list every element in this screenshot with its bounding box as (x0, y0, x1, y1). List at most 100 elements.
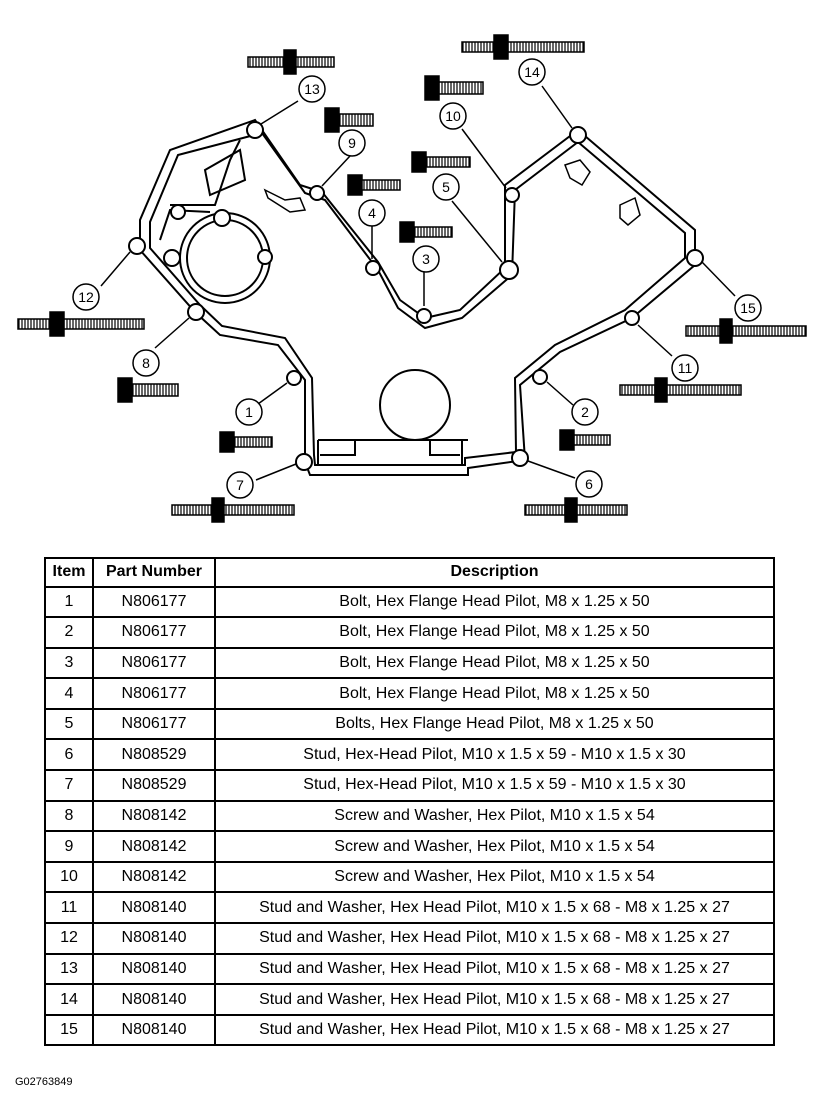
callout-labels: 1 2 3 4 5 6 7 8 9 10 11 12 13 14 15 (78, 64, 756, 493)
callout-14: 14 (524, 64, 540, 80)
screw-item-9 (324, 107, 374, 133)
bolt-hole-2 (532, 369, 548, 385)
callout-11: 11 (678, 360, 693, 376)
figure-code: G02763849 (15, 1076, 73, 1088)
bolt-hole-10 (504, 187, 520, 203)
stud-item-15 (685, 318, 807, 344)
cell-item: 11 (44, 891, 94, 925)
bolt-hole-11 (624, 310, 640, 326)
cell-description: Screw and Washer, Hex Pilot, M10 x 1.5 x… (214, 830, 775, 863)
header-item: Item (44, 557, 94, 588)
callout-10: 10 (445, 108, 461, 124)
bolt-item-4 (347, 174, 401, 196)
bolt-hole-4 (365, 260, 381, 276)
bolt-item-5 (411, 151, 471, 173)
cell-description: Stud and Washer, Hex Head Pilot, M10 x 1… (214, 922, 775, 955)
cell-part-number: N808140 (92, 1013, 216, 1047)
cell-description: Screw and Washer, Hex Pilot, M10 x 1.5 x… (214, 860, 775, 894)
cell-description: Stud and Washer, Hex Head Pilot, M10 x 1… (214, 952, 775, 986)
cell-description: Bolts, Hex Flange Head Pilot, M8 x 1.25 … (214, 707, 775, 741)
stud-item-12 (17, 311, 145, 337)
cell-description: Stud, Hex-Head Pilot, M10 x 1.5 x 59 - M… (214, 769, 775, 802)
crankshaft-seal-bore (379, 369, 451, 441)
cell-part-number: N808142 (92, 830, 216, 863)
bolt-hole-1 (286, 370, 302, 386)
cell-item: 6 (44, 738, 94, 772)
cell-part-number: N808140 (92, 983, 216, 1016)
cell-item: 14 (44, 983, 94, 1016)
cell-part-number: N806177 (92, 646, 216, 680)
bolt-item-1 (219, 431, 273, 453)
stud-item-14 (461, 34, 585, 60)
fastener-illustrations (17, 34, 807, 523)
bolt-hole-5 (499, 260, 519, 280)
cell-part-number: N806177 (92, 585, 216, 619)
cell-part-number: N808140 (92, 922, 216, 955)
cell-description: Bolt, Hex Flange Head Pilot, M8 x 1.25 x… (214, 646, 775, 680)
cell-item: 12 (44, 922, 94, 955)
cell-description: Stud, Hex-Head Pilot, M10 x 1.5 x 59 - M… (214, 738, 775, 772)
cell-description: Screw and Washer, Hex Pilot, M10 x 1.5 x… (214, 799, 775, 833)
table-header-row: Item Part Number Description (44, 557, 775, 588)
cell-part-number: N808140 (92, 952, 216, 986)
cell-part-number: N806177 (92, 677, 216, 710)
cell-description: Bolt, Hex Flange Head Pilot, M8 x 1.25 x… (214, 585, 775, 619)
callout-4: 4 (368, 205, 376, 221)
callout-15: 15 (740, 300, 756, 316)
callout-12: 12 (78, 289, 94, 305)
callout-9: 9 (348, 135, 356, 151)
cell-description: Stud and Washer, Hex Head Pilot, M10 x 1… (214, 983, 775, 1016)
stud-item-6 (524, 497, 628, 523)
cell-part-number: N808529 (92, 769, 216, 802)
callout-7: 7 (236, 477, 244, 493)
bolt-hole-14 (569, 126, 587, 144)
bolt-item-2 (559, 429, 611, 451)
bolt-hole-9 (309, 185, 325, 201)
cell-item: 4 (44, 677, 94, 710)
cell-description: Stud and Washer, Hex Head Pilot, M10 x 1… (214, 1013, 775, 1047)
leader-lines (100, 85, 736, 481)
cell-part-number: N808142 (92, 860, 216, 894)
screw-item-8 (117, 377, 179, 403)
cell-description: Bolt, Hex Flange Head Pilot, M8 x 1.25 x… (214, 616, 775, 649)
cell-item: 10 (44, 860, 94, 894)
cell-item: 1 (44, 585, 94, 619)
callout-13: 13 (304, 81, 320, 97)
bolt-hole-13 (246, 121, 264, 139)
water-pump-housing (159, 139, 273, 304)
bolt-hole-6 (511, 449, 529, 467)
cell-item: 8 (44, 799, 94, 833)
cell-item: 15 (44, 1013, 94, 1047)
bolt-hole-15 (686, 249, 704, 267)
cell-item: 9 (44, 830, 94, 863)
bolt-holes (128, 121, 704, 471)
bolt-hole-12 (128, 237, 146, 255)
cover-bracket (263, 159, 641, 226)
callouts (72, 58, 762, 499)
cell-description: Bolt, Hex Flange Head Pilot, M8 x 1.25 x… (214, 677, 775, 710)
callout-5: 5 (442, 179, 450, 195)
cell-description: Stud and Washer, Hex Head Pilot, M10 x 1… (214, 891, 775, 925)
cell-item: 2 (44, 616, 94, 649)
stud-item-13 (247, 49, 335, 75)
front-cover-outline (139, 118, 696, 476)
stud-item-7 (171, 497, 295, 523)
cell-item: 3 (44, 646, 94, 680)
cell-part-number: N808142 (92, 799, 216, 833)
bolt-hole-7 (295, 453, 313, 471)
